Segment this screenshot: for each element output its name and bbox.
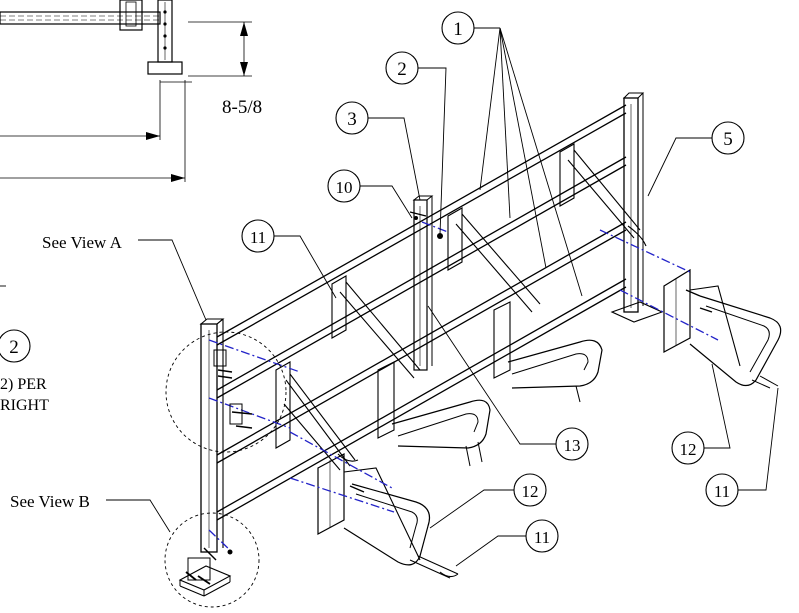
svg-text:12: 12 bbox=[522, 482, 539, 501]
svg-text:12: 12 bbox=[680, 440, 697, 459]
bike-cradles-front bbox=[317, 268, 782, 579]
svg-text:11: 11 bbox=[250, 228, 266, 247]
svg-text:13: 13 bbox=[564, 436, 581, 455]
svg-text:10: 10 bbox=[336, 178, 353, 197]
svg-text:1: 1 bbox=[453, 19, 463, 40]
qty-note-line-2: RIGHT bbox=[0, 397, 49, 414]
balloon-1: 1 bbox=[441, 11, 475, 45]
assembly-axis-lines bbox=[208, 221, 719, 553]
view-a-circle bbox=[165, 331, 287, 453]
balloon-2-left: 2 bbox=[0, 329, 31, 363]
balloon-3: 3 bbox=[335, 101, 369, 135]
balloon-11-bottom: 11 bbox=[525, 519, 559, 553]
qty-note-line-1: 2) PER bbox=[0, 376, 47, 393]
balloon-13: 13 bbox=[555, 427, 589, 461]
balloon-12-bottom: 12 bbox=[513, 473, 547, 507]
rack-frame bbox=[178, 92, 664, 597]
balloon-11-left: 11 bbox=[241, 219, 275, 253]
height-dimension-value: 8-5/8 bbox=[222, 97, 262, 118]
see-view-b-label: See View B bbox=[10, 492, 90, 511]
view-b-circle bbox=[164, 512, 260, 608]
svg-text:11: 11 bbox=[714, 482, 730, 501]
balloon-12-right: 12 bbox=[671, 431, 705, 465]
hardware-bolts bbox=[185, 211, 713, 585]
balloon-10: 10 bbox=[327, 169, 361, 203]
balloon-5: 5 bbox=[711, 121, 745, 155]
svg-text:2: 2 bbox=[9, 337, 19, 358]
svg-text:11: 11 bbox=[534, 528, 550, 547]
svg-text:5: 5 bbox=[723, 129, 733, 150]
bike-cradles-rear bbox=[275, 143, 647, 471]
balloon-2-top: 2 bbox=[385, 51, 419, 85]
leader-lines bbox=[106, 27, 779, 567]
see-view-a-label: See View A bbox=[42, 233, 123, 252]
balloon-11-right: 11 bbox=[705, 473, 739, 507]
svg-text:2: 2 bbox=[397, 59, 407, 80]
top-left-detail bbox=[0, 0, 252, 182]
svg-text:3: 3 bbox=[347, 109, 357, 130]
